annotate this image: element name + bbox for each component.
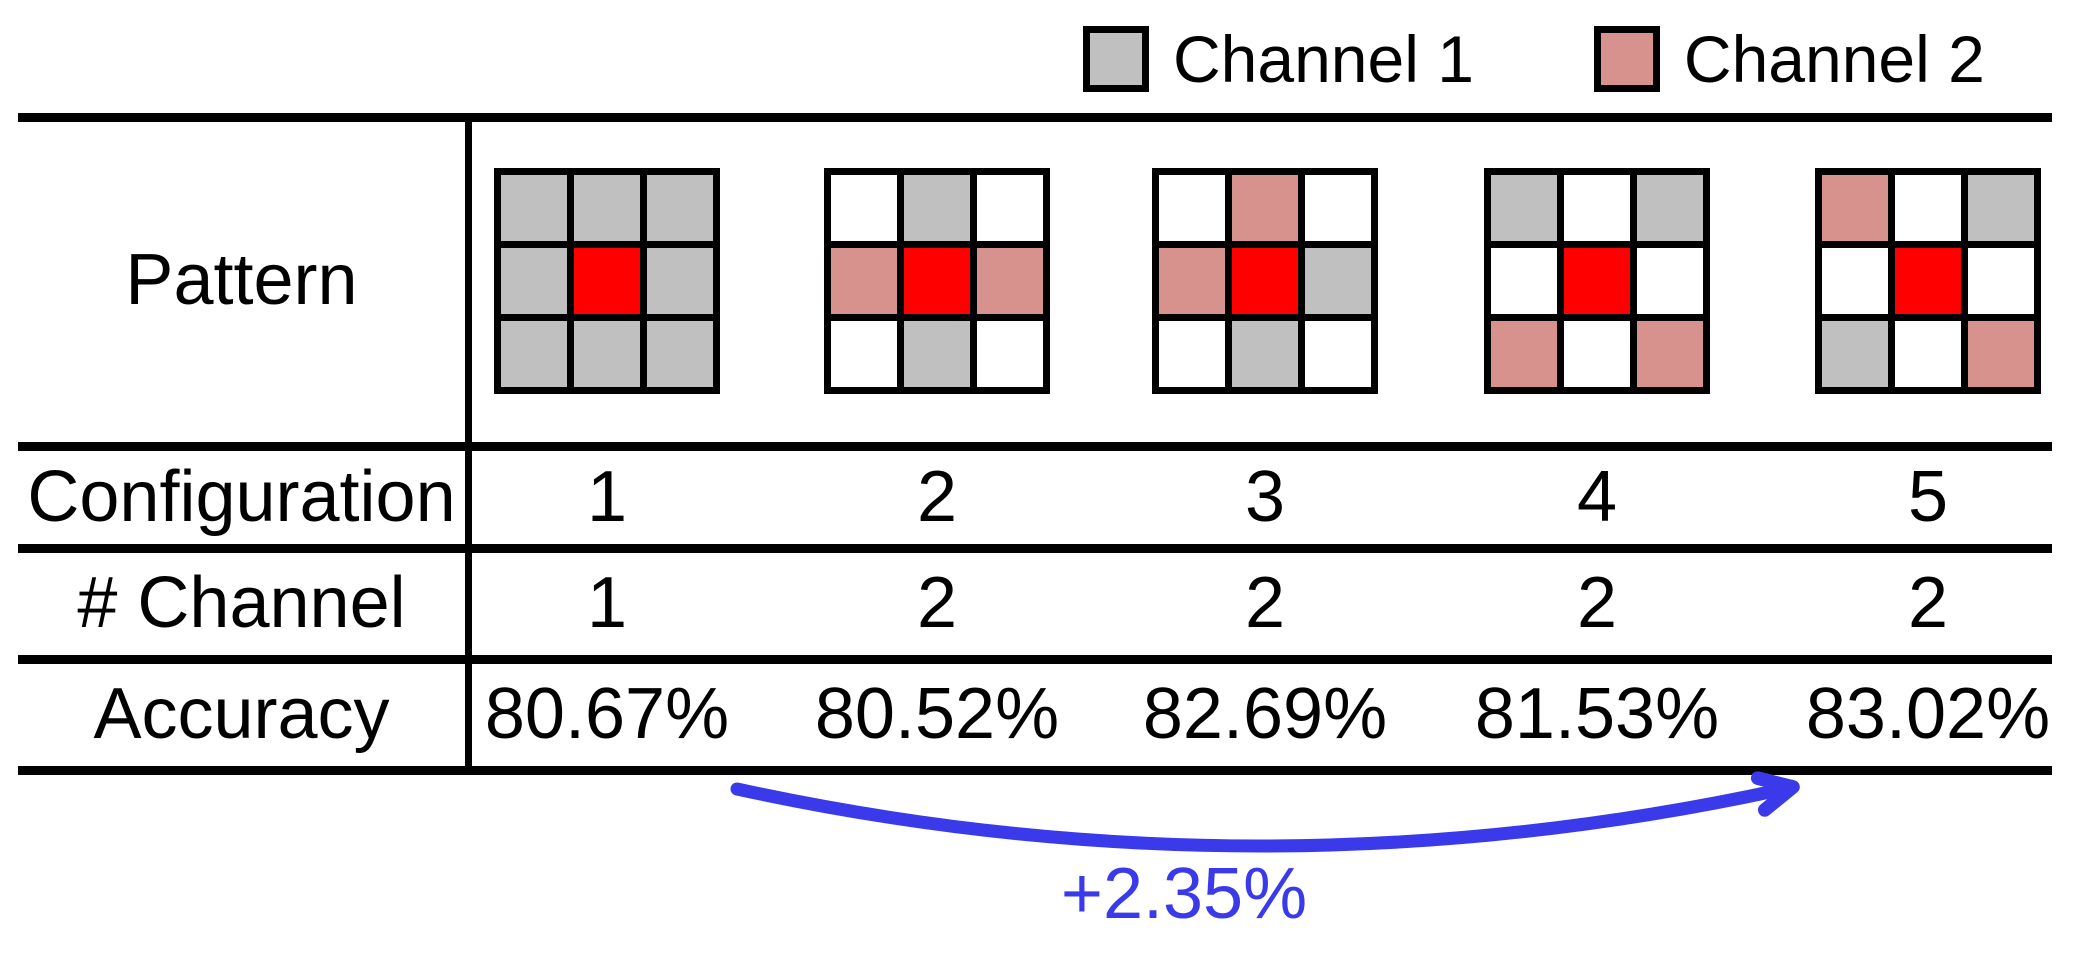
table-rule-below-channel (18, 655, 2052, 664)
pattern-grid-config-2 (824, 168, 1050, 394)
legend-item-channel-2: Channel 2 (1593, 22, 1985, 96)
pattern-cell-red (1232, 248, 1298, 314)
pattern-cell-gray (904, 175, 970, 241)
pattern-cell-white (1822, 248, 1888, 314)
pattern-cell-white (1491, 248, 1557, 314)
pattern-cell-white (1305, 175, 1371, 241)
pattern-cell-gray (1305, 248, 1371, 314)
gain-annotation: +2.35% (1060, 854, 1308, 934)
table-rule-below-pattern (18, 442, 2052, 451)
legend: Channel 1 Channel 2 (1083, 18, 1985, 100)
trend-arrow-path (730, 771, 1800, 853)
pattern-grid-config-4 (1484, 168, 1710, 394)
pattern-cell-gray (647, 248, 713, 314)
accuracy-value-5: 83.02% (1805, 674, 2051, 754)
pattern-cell-gray (501, 321, 567, 387)
pattern-cell-red (574, 248, 640, 314)
accuracy-value-4: 81.53% (1474, 674, 1720, 754)
pattern-cell-gray (501, 175, 567, 241)
table-divider-vertical (465, 113, 472, 775)
pattern-cell-gray (1491, 175, 1557, 241)
channel-2-label: Channel 2 (1683, 22, 1985, 96)
pattern-cell-pink (1637, 321, 1703, 387)
pattern-cell-red (1564, 248, 1630, 314)
pattern-cell-gray (904, 321, 970, 387)
pattern-cell-pink (1968, 321, 2034, 387)
channel-count-value-3: 2 (1244, 563, 1286, 643)
pattern-cell-gray (574, 175, 640, 241)
pattern-cell-white (1159, 321, 1225, 387)
table-rule-below-configuration (18, 544, 2052, 553)
pattern-cell-pink (1232, 175, 1298, 241)
accuracy-value-2: 80.52% (814, 674, 1060, 754)
pattern-cell-red (1895, 248, 1961, 314)
row-label-pattern: Pattern (125, 240, 358, 320)
pattern-cell-gray (574, 321, 640, 387)
pattern-cell-white (1159, 175, 1225, 241)
pattern-cell-white (1564, 321, 1630, 387)
channel-1-label: Channel 1 (1173, 22, 1474, 96)
channel-count-value-4: 2 (1576, 563, 1618, 643)
pattern-cell-white (1564, 175, 1630, 241)
pattern-cell-gray (1822, 321, 1888, 387)
channel-count-value-1: 1 (586, 563, 628, 643)
channel-count-value-2: 2 (916, 563, 958, 643)
pattern-cell-gray (647, 321, 713, 387)
pattern-cell-pink (831, 248, 897, 314)
legend-item-channel-1: Channel 1 (1083, 26, 1474, 92)
pattern-grid-config-5 (1815, 168, 2041, 394)
table-rule-bottom (18, 766, 2052, 775)
pattern-cell-white (1637, 248, 1703, 314)
pattern-cell-pink (1159, 248, 1225, 314)
row-label-accuracy: Accuracy (93, 674, 390, 754)
table-rule-top (18, 113, 2052, 122)
pattern-cell-pink (977, 248, 1043, 314)
pattern-grid-config-3 (1152, 168, 1378, 394)
configuration-value-1: 1 (586, 457, 628, 537)
pattern-cell-gray (1232, 321, 1298, 387)
configuration-value-3: 3 (1244, 457, 1286, 537)
row-label-channel: # Channel (77, 563, 406, 643)
pattern-cell-pink (1491, 321, 1557, 387)
pattern-cell-white (977, 175, 1043, 241)
configuration-value-2: 2 (916, 457, 958, 537)
configuration-value-4: 4 (1576, 457, 1618, 537)
pattern-cell-gray (1968, 175, 2034, 241)
pattern-cell-white (1895, 175, 1961, 241)
pattern-grid-config-1 (494, 168, 720, 394)
pattern-cell-white (1305, 321, 1371, 387)
accuracy-value-3: 82.69% (1142, 674, 1388, 754)
pattern-cell-gray (647, 175, 713, 241)
channel-2-swatch (1593, 26, 1660, 92)
pattern-cell-white (831, 175, 897, 241)
pattern-cell-gray (501, 248, 567, 314)
channel-1-swatch (1083, 26, 1149, 92)
pattern-cell-pink (1822, 175, 1888, 241)
configuration-value-5: 5 (1907, 457, 1949, 537)
channel-count-value-5: 2 (1907, 563, 1949, 643)
row-label-configuration: Configuration (27, 457, 456, 537)
pattern-cell-white (1968, 248, 2034, 314)
pattern-cell-white (831, 321, 897, 387)
pattern-cell-red (904, 248, 970, 314)
accuracy-value-1: 80.67% (484, 674, 730, 754)
pattern-cell-gray (1637, 175, 1703, 241)
pattern-cell-white (1895, 321, 1961, 387)
pattern-cell-white (977, 321, 1043, 387)
